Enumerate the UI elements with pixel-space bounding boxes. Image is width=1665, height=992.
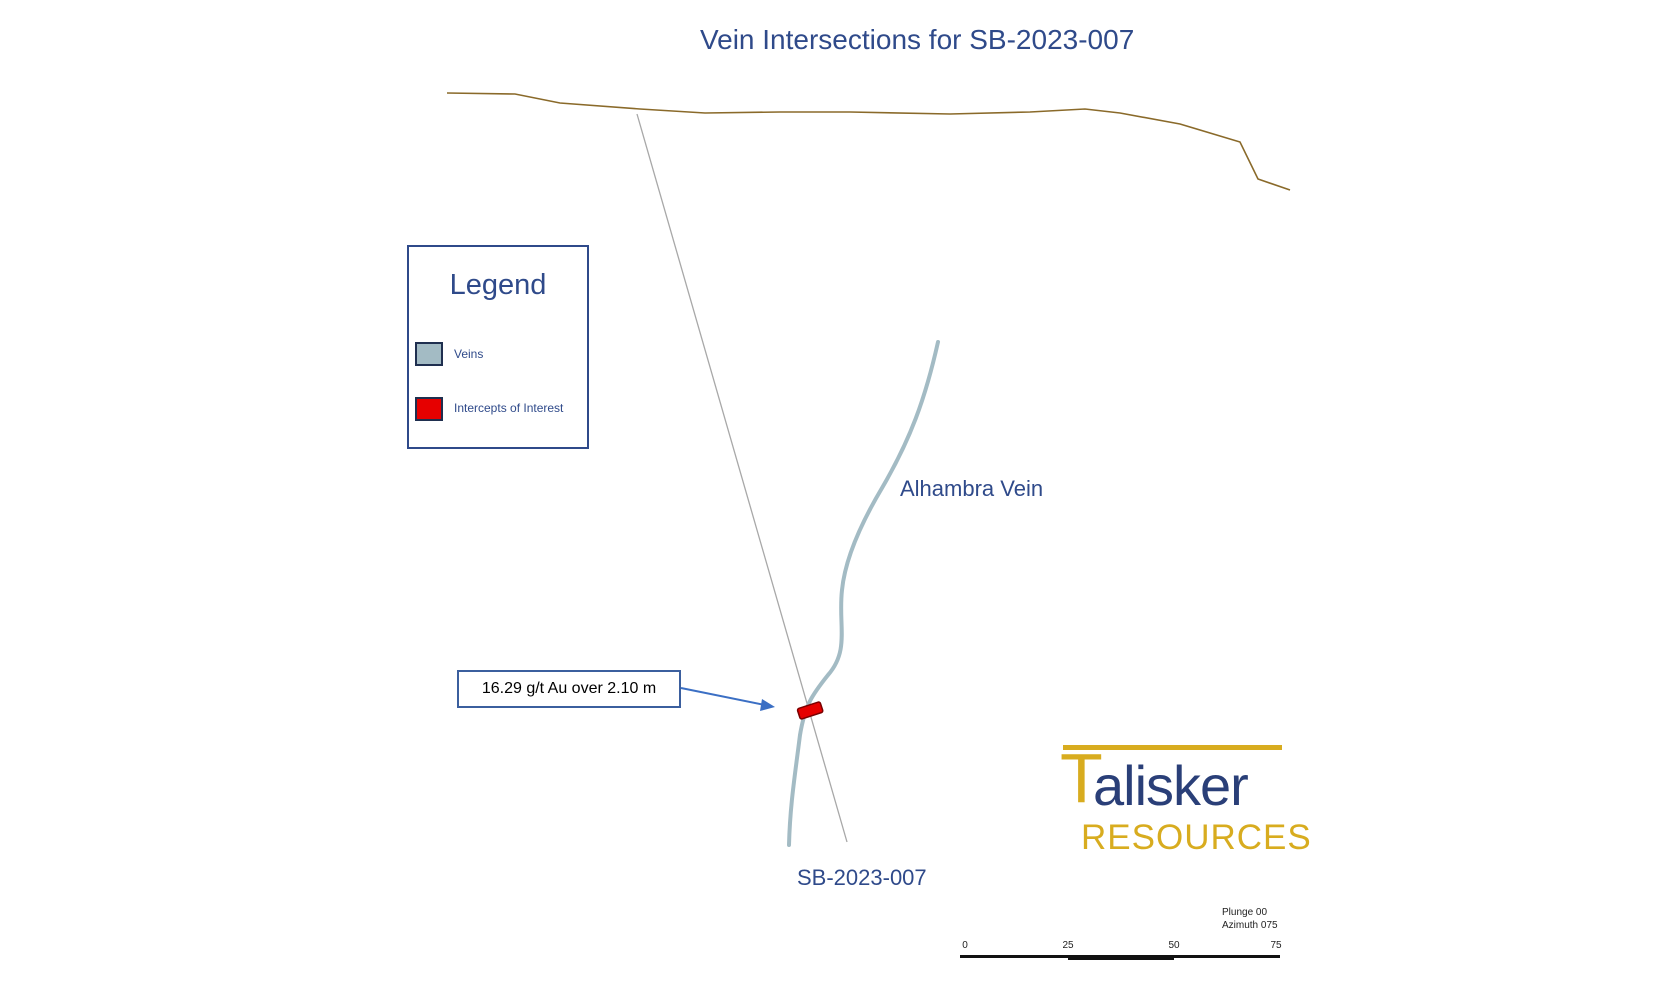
azimuth-label: Azimuth 075: [1222, 920, 1278, 931]
callout-arrow-head: [760, 699, 775, 711]
scale-bar: 0 25 50 75: [960, 940, 1282, 970]
company-logo: T alisker RESOURCES: [1060, 739, 1311, 859]
scale-tick-75: 75: [1270, 940, 1282, 951]
callout-arrow: [680, 687, 766, 706]
legend-swatch-veins: [415, 342, 443, 366]
alhambra-vein: [787, 340, 940, 847]
legend-label-veins: Veins: [454, 347, 484, 361]
drillhole-label: SB-2023-007: [797, 865, 927, 890]
assay-callout: 16.29 g/t Au over 2.10 m: [457, 670, 681, 708]
scale-tick-0: 0: [962, 940, 968, 951]
legend-title: Legend: [449, 269, 547, 301]
drill-trace: [636, 113, 848, 843]
scale-tick-50: 50: [1168, 940, 1180, 951]
scale-segment-2: [1068, 955, 1174, 960]
logo-subtitle: RESOURCES: [1081, 818, 1312, 857]
scale-segment-3: [1174, 955, 1280, 958]
view-orientation: Plunge 00 Azimuth 075: [1222, 906, 1278, 932]
plunge-label: Plunge 00: [1222, 907, 1268, 918]
legend: Legend Veins Intercepts of Interest: [407, 245, 589, 449]
scale-segment-1: [960, 955, 1068, 958]
logo-wordmark: alisker: [1093, 754, 1249, 817]
diagram-title: Vein Intersections for SB-2023-007: [700, 24, 1135, 55]
scale-tick-25: 25: [1062, 940, 1074, 951]
logo-bar: [1063, 745, 1282, 750]
legend-swatch-intercepts: [415, 397, 443, 421]
legend-label-intercepts: Intercepts of Interest: [454, 401, 564, 415]
intercept-marker: [796, 701, 824, 720]
vein-label: Alhambra Vein: [900, 476, 1044, 501]
logo-initial: T: [1060, 739, 1103, 817]
topography-line: [446, 92, 1291, 191]
